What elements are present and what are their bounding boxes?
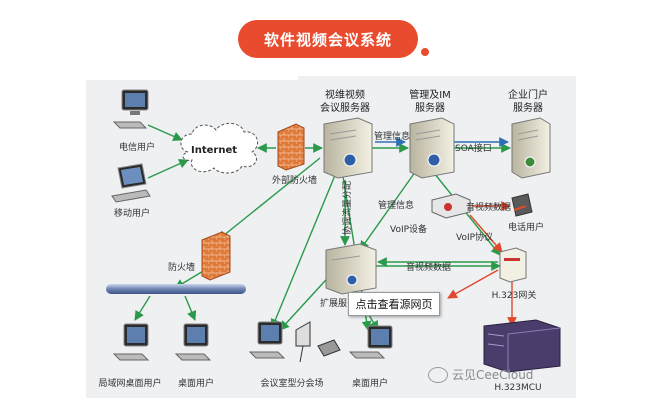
- desktop-user-1-pc: 桌面用户: [174, 323, 214, 389]
- portal-server-label-2: 服务器: [513, 101, 543, 114]
- video-conference-server: 视维视频 会议服务器: [320, 88, 373, 179]
- lan-bus: [106, 284, 246, 294]
- edge-soa: SOA接口: [455, 142, 492, 154]
- extension-server-label: 扩展服: [320, 297, 347, 309]
- internet-label: Internet: [191, 145, 237, 156]
- watermark: 云见CeeCloud: [428, 366, 533, 383]
- voip-device: VoIP设备: [390, 193, 471, 235]
- telecom-user-pc: 电信用户: [112, 89, 155, 153]
- h323-gateway-label: H.323网关: [492, 289, 537, 301]
- wechat-icon: [428, 366, 448, 383]
- voip-device-label: VoIP设备: [390, 223, 427, 235]
- lan-desktop-user-label: 局域网桌面用户: [98, 377, 161, 389]
- extension-server: 扩展服: [320, 243, 377, 309]
- external-firewall-label: 外部防火墙: [272, 174, 317, 186]
- desktop-user-1-label: 桌面用户: [178, 377, 214, 389]
- view-source-label: 点击查看源网页: [355, 298, 433, 311]
- video-server-label-1: 视维视频: [325, 88, 365, 101]
- link-server-confroom: [270, 167, 339, 329]
- video-server-label-2: 会议服务器: [320, 101, 370, 114]
- internet-cloud: Internet: [180, 123, 259, 174]
- link-server-firewall2: [217, 157, 321, 241]
- h323-mcu: H.323MCU: [483, 319, 561, 393]
- link-gateway-left: [447, 269, 499, 299]
- watermark-text: 云见CeeCloud: [452, 368, 534, 382]
- link-voip-gateway: [469, 214, 503, 253]
- h323-mcu-label: H.323MCU: [494, 383, 541, 393]
- link-telecom-internet: [147, 124, 183, 141]
- mobile-user-label: 移动用户: [114, 207, 150, 219]
- desktop-user-2-label: 桌面用户: [352, 377, 388, 389]
- green-links: [134, 124, 511, 331]
- edge-mgmt-info-2: 管理信息: [378, 199, 414, 211]
- badge-dot: [421, 48, 429, 56]
- desktop-user-2-pc: 桌面用户: [348, 325, 393, 389]
- edge-cascade: 协调流量分配: [341, 181, 353, 235]
- im-server-label-2: 服务器: [415, 101, 445, 114]
- link-lan-user2: [184, 295, 197, 321]
- panel-notch: [86, 76, 298, 80]
- im-server-label-1: 管理及IM: [409, 88, 451, 101]
- link-im-ext: [359, 167, 419, 251]
- edge-av-data-2: 音视频数据: [406, 261, 451, 273]
- link-lan-user1: [134, 295, 151, 321]
- mobile-user-laptop: 移动用户: [111, 163, 151, 219]
- link-mobile-internet: [147, 159, 189, 179]
- section-title-badge: 软件视频会议系统: [238, 20, 418, 58]
- edge-av-data-1: 音视频数据: [466, 201, 511, 213]
- conference-room-label: 会议室型分会场: [260, 377, 323, 389]
- red-links: [447, 201, 517, 327]
- telecom-user-label: 电信用户: [119, 141, 155, 153]
- lan-desktop-user-pc: 局域网桌面用户: [98, 323, 162, 389]
- portal-server-label-1: 企业门户: [508, 88, 548, 101]
- im-server: 管理及IM 服务器: [409, 88, 455, 179]
- phone-user: 电话用户: [508, 193, 544, 233]
- firewall-label: 防火墙: [168, 261, 195, 273]
- edge-voip-protocol: VoIP协议: [456, 231, 493, 243]
- conference-room: 会议室型分会场: [248, 321, 341, 389]
- edge-mgmt-info-1: 管理信息: [374, 130, 410, 142]
- firewall: 防火墙: [168, 231, 231, 281]
- external-firewall: 外部防火墙: [272, 123, 317, 186]
- h323-gateway: H.323网关: [492, 247, 537, 301]
- section-title: 软件视频会议系统: [263, 30, 392, 49]
- view-source-tooltip[interactable]: 点击查看源网页: [348, 292, 440, 316]
- portal-server: 企业门户 服务器: [508, 88, 551, 179]
- phone-user-label: 电话用户: [508, 221, 544, 233]
